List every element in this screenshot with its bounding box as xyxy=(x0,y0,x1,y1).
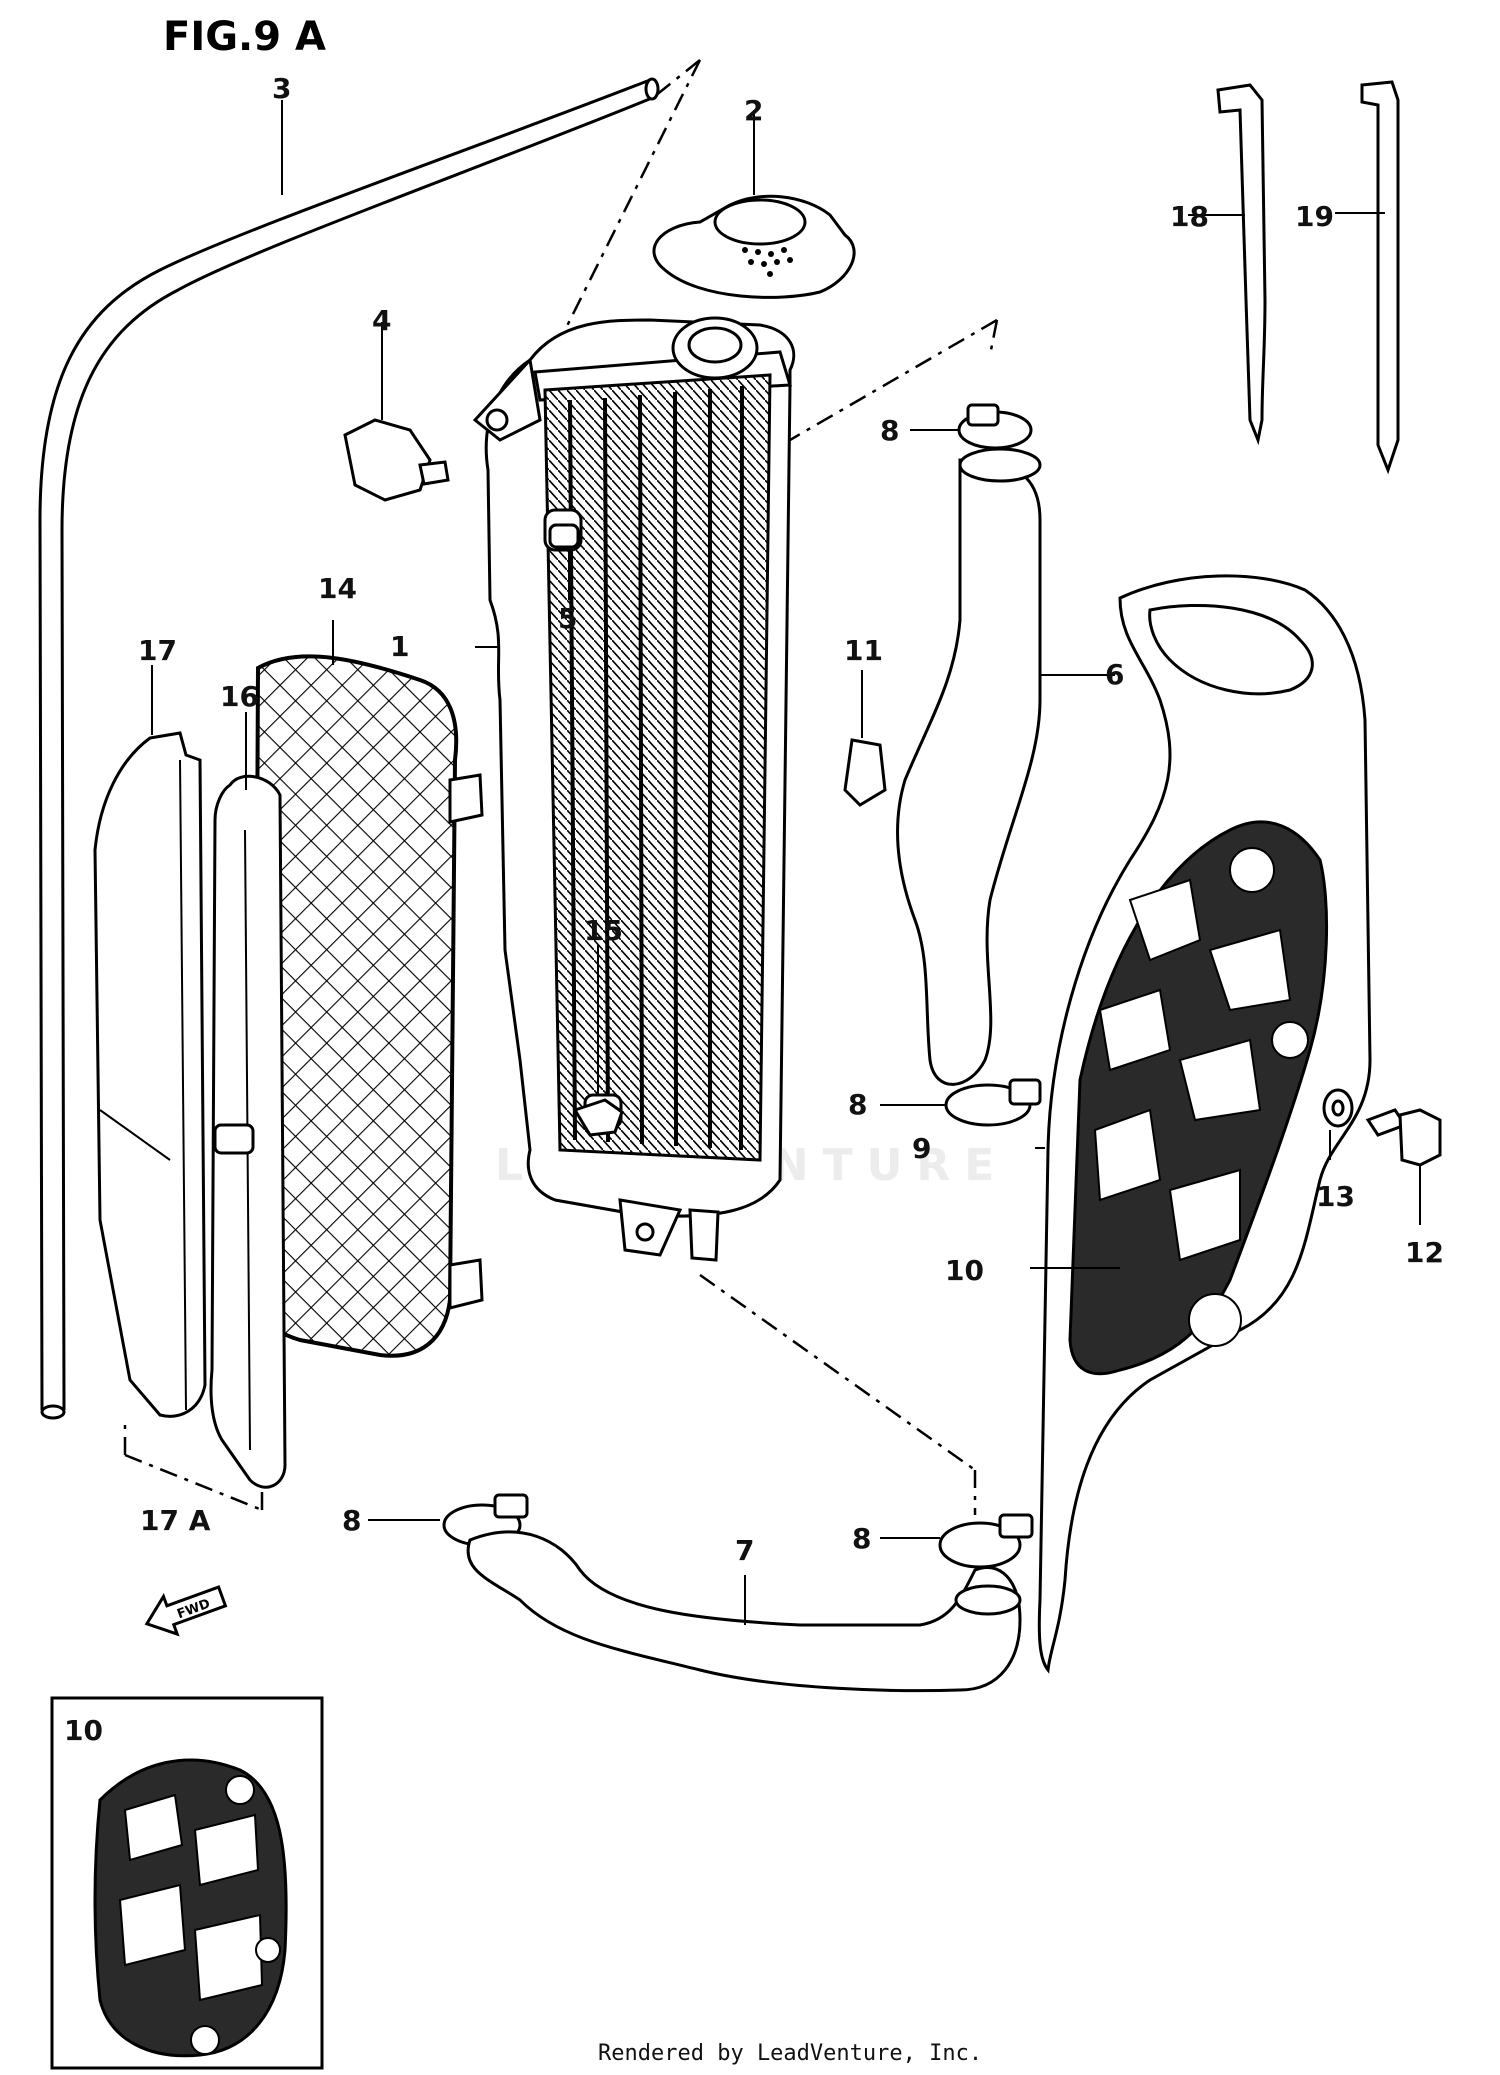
callout-6: 6 xyxy=(1105,658,1124,691)
radiator-grille-part xyxy=(252,620,484,1358)
flange-bolt-part xyxy=(1365,1108,1442,1225)
leader-lines xyxy=(123,59,999,1515)
outer-cover-part xyxy=(93,665,207,1418)
footer-credit: Rendered by LeadVenture, Inc. xyxy=(598,2041,982,2066)
bolt-part xyxy=(548,523,624,1137)
radiator-part xyxy=(472,316,796,1262)
callout-7: 7 xyxy=(735,1534,754,1567)
figure-title: FIG.9 A xyxy=(163,14,326,60)
callout-18: 18 xyxy=(1170,200,1209,233)
inset-box: 10 xyxy=(50,1696,324,2070)
shroud-part xyxy=(209,712,287,1489)
cable-tie-18-part xyxy=(1188,83,1267,446)
callout-10: 10 xyxy=(945,1254,984,1287)
callout-5: 5 xyxy=(558,602,577,635)
callout-17: 17 xyxy=(138,634,177,667)
callout-8-mid: 8 xyxy=(848,1088,867,1121)
callout-8-left: 8 xyxy=(342,1504,361,1537)
callout-12: 12 xyxy=(1405,1236,1444,1269)
clip-part xyxy=(843,670,887,807)
decal-part xyxy=(1030,820,1329,1376)
hose-clamp-part xyxy=(368,403,1042,1569)
callouts: 3 2 4 8 14 5 1 17 11 6 16 15 8 9 13 12 1… xyxy=(138,72,1444,1567)
cable-tie-19-part xyxy=(1335,80,1400,475)
callout-1: 1 xyxy=(390,630,409,663)
callout-16: 16 xyxy=(220,680,259,713)
radiator-cap-part xyxy=(652,110,856,299)
callout-14: 14 xyxy=(318,572,357,605)
callout-13: 13 xyxy=(1316,1180,1355,1213)
upper-hose-part xyxy=(896,447,1115,1086)
sensor-part xyxy=(343,322,450,502)
lower-hose-part xyxy=(466,1530,1022,1693)
callout-2: 2 xyxy=(744,94,763,127)
callout-8-top: 8 xyxy=(880,414,899,447)
washer-part xyxy=(1322,1088,1354,1160)
overflow-pipe-part xyxy=(38,77,660,1420)
callout-4: 4 xyxy=(372,304,391,337)
callout-3: 3 xyxy=(272,72,291,105)
forward-arrow: FWD xyxy=(144,1585,228,1637)
callout-9: 9 xyxy=(912,1132,931,1165)
callout-15: 15 xyxy=(584,914,623,947)
callout-11: 11 xyxy=(844,634,883,667)
callout-8-right: 8 xyxy=(852,1522,871,1555)
callout-19: 19 xyxy=(1295,200,1334,233)
callout-17a: 17 A xyxy=(140,1504,211,1537)
inset-label: 10 xyxy=(64,1714,103,1747)
